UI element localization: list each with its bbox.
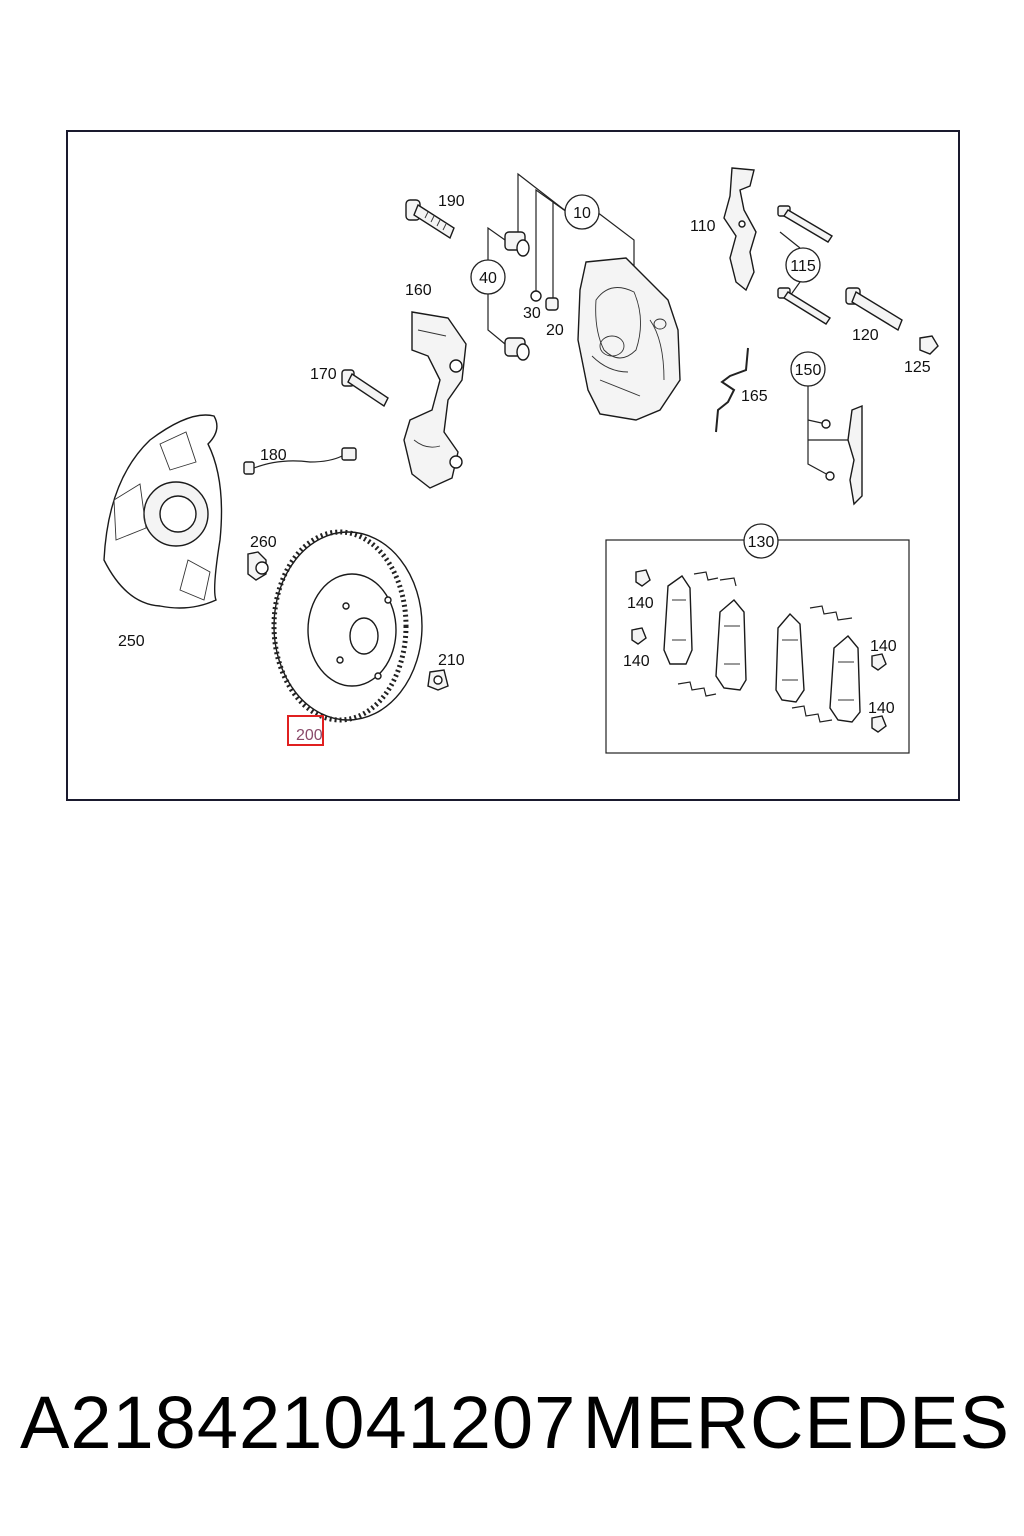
part-pin-115-lower[interactable] [777,287,831,325]
part-number: A218421041207 [20,1381,577,1464]
part-bolts-140[interactable] [631,569,887,733]
part-screw-260[interactable] [247,551,269,581]
callout-200[interactable]: 200 [296,727,323,744]
part-cap-20[interactable] [545,297,559,311]
callout-140-d[interactable]: 140 [868,700,895,717]
callout-260[interactable]: 260 [250,534,277,551]
callout-210[interactable]: 210 [438,652,465,669]
part-nut-210[interactable] [427,669,449,691]
part-spring-165[interactable] [715,347,749,433]
callout-165[interactable]: 165 [741,388,768,405]
highlight-box-200 [287,715,324,746]
part-dust-shield-250[interactable] [103,414,223,609]
part-bushing-40-lower[interactable] [504,337,530,361]
callout-circle-10[interactable] [564,194,600,230]
callout-140-c[interactable]: 140 [870,638,897,655]
part-bracket-110[interactable] [723,167,757,292]
callout-115[interactable]: 115 [790,258,816,275]
part-pin-115-upper[interactable] [777,205,833,243]
callout-110[interactable]: 110 [690,218,716,235]
part-pad-clips[interactable] [677,571,853,723]
callout-circle-115[interactable] [785,247,821,283]
part-bolt-170[interactable] [341,369,389,408]
callout-circle-130[interactable] [743,523,779,559]
callout-20[interactable]: 20 [546,322,564,339]
brand-name: MERCEDES [582,1381,1010,1464]
callout-250[interactable]: 250 [118,633,145,650]
part-caliper-10[interactable] [577,257,681,421]
part-cover-150[interactable] [821,404,863,506]
callout-140-b[interactable]: 140 [623,653,650,670]
footer: A218421041207 MERCEDES [20,1378,1010,1468]
part-carrier-160[interactable] [403,311,467,489]
callout-10[interactable]: 10 [573,205,591,222]
callout-150[interactable]: 150 [795,362,822,379]
callout-140-a[interactable]: 140 [627,595,654,612]
callout-circle-150[interactable] [790,351,826,387]
callout-40[interactable]: 40 [479,270,497,287]
part-screw-125[interactable] [919,335,939,355]
callout-130[interactable]: 130 [748,534,775,551]
callout-125[interactable]: 125 [904,359,931,376]
part-brake-pad-2[interactable] [715,599,747,691]
part-bushing-40-upper[interactable] [504,231,530,257]
leader-lines-40 [487,226,506,345]
part-wear-sensor-180[interactable] [243,447,357,475]
part-bolt-190[interactable] [405,199,455,240]
part-brake-disc-200[interactable] [271,529,423,723]
part-guide-bolt-120[interactable] [845,287,903,332]
leader-lines-10 [517,172,635,298]
callout-circle-40[interactable] [470,259,506,295]
callout-30[interactable]: 30 [523,305,541,322]
callout-190[interactable]: 190 [438,193,465,210]
part-brake-pad-1[interactable] [663,575,693,665]
callout-120[interactable]: 120 [852,327,879,344]
part-brake-pad-3[interactable] [775,612,805,703]
callout-180[interactable]: 180 [260,447,287,464]
callout-160[interactable]: 160 [405,282,432,299]
callout-170[interactable]: 170 [310,366,337,383]
part-seal-30[interactable] [530,290,542,302]
part-brake-pad-4[interactable] [829,635,861,723]
